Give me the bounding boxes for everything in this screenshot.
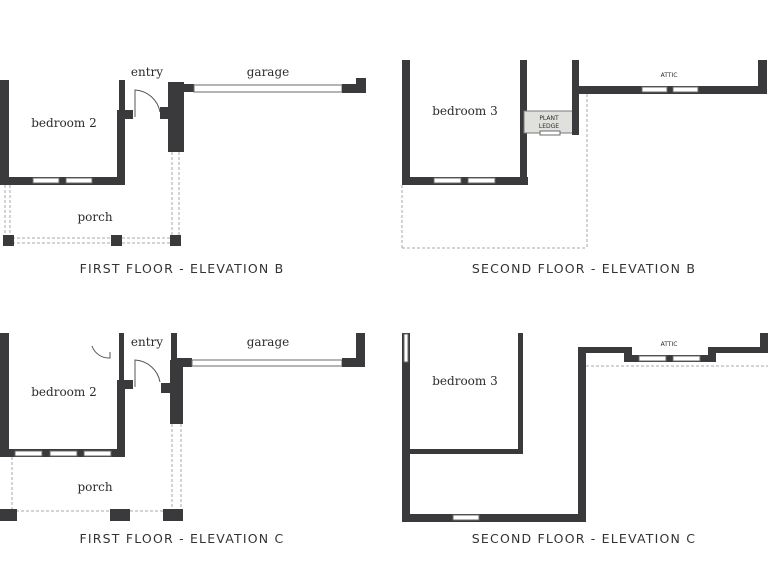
plan-caption: FIRST FLOOR - ELEVATION C bbox=[80, 531, 285, 546]
wall bbox=[518, 333, 523, 454]
wall bbox=[356, 333, 365, 367]
garage-door bbox=[193, 84, 343, 93]
window bbox=[32, 177, 60, 184]
attic-window bbox=[672, 355, 701, 362]
closet-door-swing bbox=[91, 345, 111, 359]
wall bbox=[410, 449, 523, 454]
wall bbox=[161, 383, 170, 393]
wall bbox=[402, 60, 410, 185]
wall bbox=[176, 358, 192, 367]
entry-door-swing bbox=[134, 89, 161, 117]
wall bbox=[578, 347, 586, 522]
wall bbox=[176, 84, 194, 92]
window bbox=[14, 450, 43, 457]
room-label-garage: garage bbox=[247, 335, 290, 349]
wall bbox=[0, 80, 9, 184]
porch-column bbox=[170, 235, 181, 246]
wall bbox=[342, 358, 365, 367]
plan-caption: FIRST FLOOR - ELEVATION B bbox=[80, 261, 285, 276]
plant-ledge-label: LEDGE bbox=[539, 123, 559, 130]
room-label-porch: porch bbox=[77, 210, 112, 224]
wall bbox=[171, 333, 177, 370]
plan-caption: SECOND FLOOR - ELEVATION B bbox=[472, 261, 696, 276]
wall bbox=[760, 333, 768, 353]
wall bbox=[624, 355, 716, 362]
wall bbox=[342, 84, 366, 93]
wall bbox=[0, 333, 9, 457]
entry-door-swing bbox=[134, 359, 161, 387]
wall bbox=[168, 82, 184, 152]
wall bbox=[708, 347, 768, 353]
room-label-bedroom: bedroom 3 bbox=[432, 104, 497, 118]
window bbox=[467, 177, 496, 184]
porch-column bbox=[0, 509, 17, 521]
room-label-porch: porch bbox=[77, 480, 112, 494]
wall bbox=[117, 380, 133, 389]
porch-column bbox=[111, 235, 122, 246]
wall bbox=[402, 333, 410, 522]
first-floor-elevation-b: bedroom 2 entry garage porch FIRST FLOOR… bbox=[0, 65, 366, 276]
wall bbox=[402, 177, 528, 185]
plant-ledge-label: PLANT bbox=[539, 115, 559, 122]
wall bbox=[578, 347, 632, 353]
plan-caption: SECOND FLOOR - ELEVATION C bbox=[472, 531, 696, 546]
wall bbox=[356, 78, 366, 93]
room-label-bedroom: bedroom 2 bbox=[31, 385, 96, 399]
window bbox=[452, 514, 480, 521]
wall bbox=[117, 110, 133, 119]
wall bbox=[170, 360, 183, 424]
attic-window bbox=[672, 86, 699, 93]
room-label-garage: garage bbox=[247, 65, 290, 79]
window bbox=[403, 333, 409, 363]
garage-door bbox=[191, 359, 343, 367]
window bbox=[83, 450, 112, 457]
porch-column bbox=[163, 509, 183, 521]
second-floor-elevation-c: bedroom 3 ATTIC SECOND FLOOR - ELEVATION… bbox=[402, 333, 768, 546]
room-label-bedroom: bedroom 2 bbox=[31, 116, 96, 130]
room-label-attic: ATTIC bbox=[661, 72, 678, 79]
wall bbox=[117, 380, 125, 457]
second-floor-elevation-b: PLANT LEDGE bedroom 3 ATTIC SECOND FLOOR… bbox=[401, 60, 767, 276]
room-label-entry: entry bbox=[131, 65, 163, 79]
attic-window bbox=[641, 86, 668, 93]
first-floor-elevation-c: bedroom 2 entry garage porch FIRST FLOOR… bbox=[0, 333, 365, 546]
wall bbox=[758, 60, 767, 94]
porch-column bbox=[110, 509, 130, 521]
wall bbox=[119, 80, 125, 112]
wall bbox=[119, 333, 124, 382]
wall bbox=[0, 177, 125, 185]
room-label-bedroom: bedroom 3 bbox=[432, 374, 497, 388]
wall bbox=[117, 110, 125, 185]
porch-column bbox=[3, 235, 14, 246]
attic-window bbox=[638, 355, 667, 362]
window bbox=[49, 450, 78, 457]
window bbox=[433, 177, 462, 184]
room-label-attic: ATTIC bbox=[661, 341, 678, 348]
wall bbox=[572, 60, 579, 135]
ledge-window bbox=[539, 130, 561, 136]
room-label-entry: entry bbox=[131, 335, 163, 349]
wall bbox=[708, 347, 716, 362]
wall bbox=[160, 107, 168, 119]
window bbox=[65, 177, 93, 184]
wall bbox=[402, 514, 586, 522]
wall bbox=[624, 347, 632, 362]
